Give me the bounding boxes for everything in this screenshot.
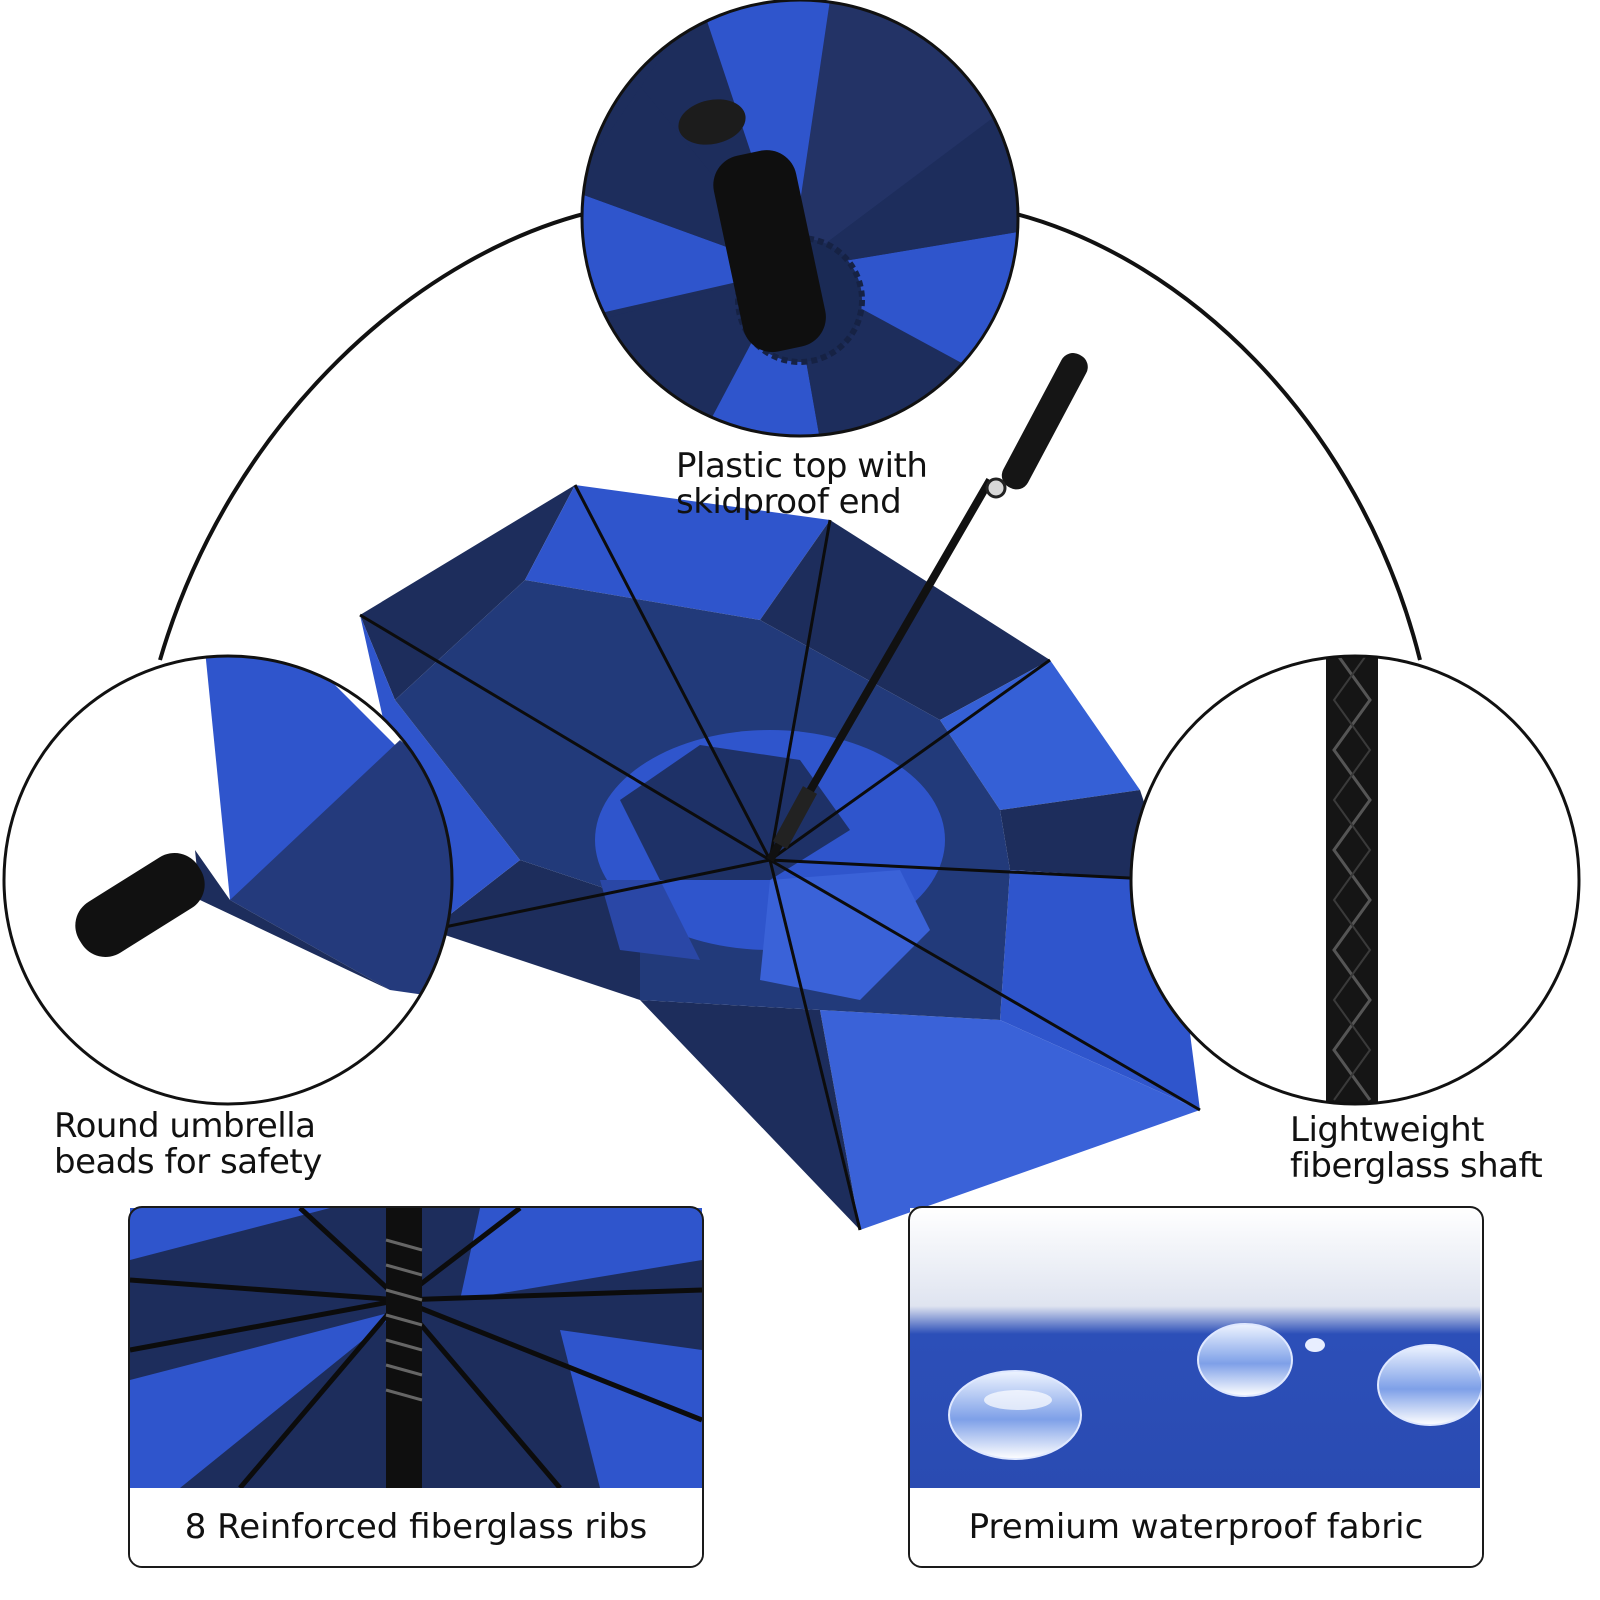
caption-line: Lightweight bbox=[1290, 1110, 1484, 1150]
connector-arc bbox=[158, 208, 601, 661]
caption-line: beads for safety bbox=[54, 1142, 322, 1182]
caption-plastic-top: Plastic top with skidproof end bbox=[676, 446, 928, 522]
fabric-label: Premium waterproof fabric bbox=[910, 1488, 1482, 1566]
beads-closeup bbox=[4, 656, 452, 1104]
connector-arc bbox=[999, 208, 1422, 661]
caption-beads: Round umbrella beads for safety bbox=[54, 1108, 322, 1180]
water-droplet-icon bbox=[948, 1323, 1483, 1460]
caption-line: fiberglass shaft bbox=[1290, 1146, 1543, 1186]
ribs-closeup bbox=[129, 1206, 703, 1490]
caption-line: Plastic top with bbox=[676, 446, 928, 486]
shaft-closeup bbox=[1131, 656, 1579, 1104]
caption-shaft: Lightweight fiberglass shaft bbox=[1290, 1110, 1543, 1186]
plastic-top-closeup bbox=[582, 0, 1018, 436]
ribs-label: 8 Reinforced fiberglass ribs bbox=[130, 1488, 702, 1566]
caption-line: Round umbrella bbox=[54, 1106, 316, 1146]
fabric-panel: Premium waterproof fabric bbox=[908, 1206, 1484, 1568]
umbrella-canopy bbox=[359, 353, 1201, 1231]
caption-line: skidproof end bbox=[676, 482, 902, 522]
fabric-closeup bbox=[910, 1208, 1483, 1488]
ribs-panel: 8 Reinforced fiberglass ribs bbox=[128, 1206, 704, 1568]
